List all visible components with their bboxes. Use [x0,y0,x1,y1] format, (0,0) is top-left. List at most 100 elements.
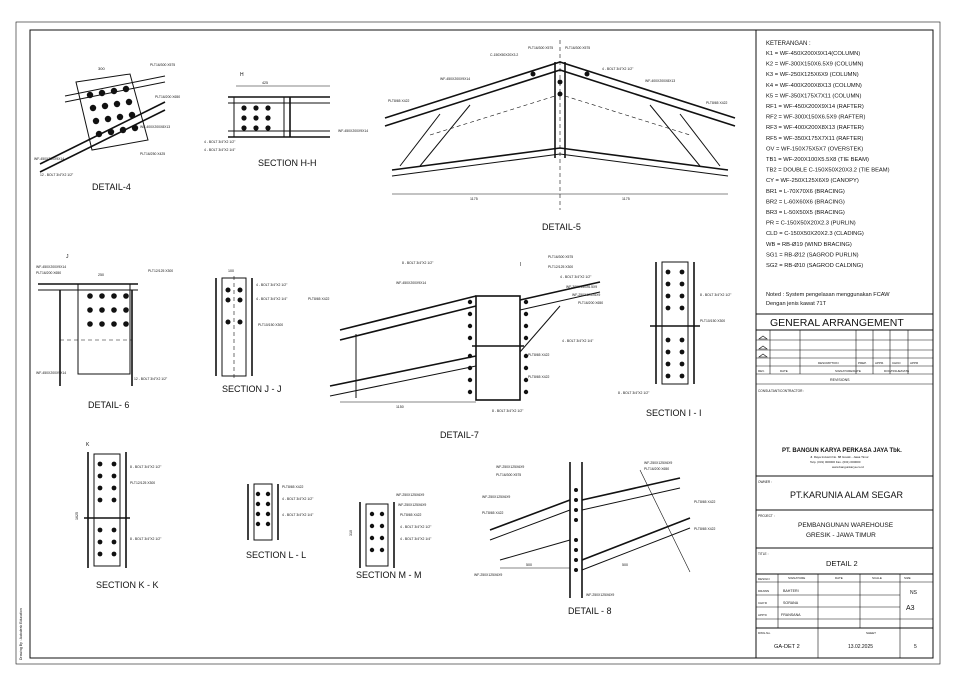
svg-text:WF-450X200X9X14: WF-450X200X9X14 [36,371,66,375]
legend-item: RF3 = WF-400X200X8X13 (RAFTER) [766,125,864,131]
checked-name: SORANA [783,601,799,605]
legend-item: PR = C-150X50X20X2.3 (PURLIN) [766,221,856,227]
svg-text:H: H [240,72,244,78]
svg-text:PLT12/125 X300: PLT12/125 X300 [148,269,173,273]
legend-item: TB1 = WF-200X100X5.5X8 (TIE BEAM) [766,157,869,163]
legend-item: WB = RB-Ø19 (WIND BRACING) [766,242,852,248]
section-m-m: 310 WF-250X125X6X9 WF-250X125X6X9 PLT8/6… [349,493,432,580]
svg-text:DESIGN: DESIGN [758,577,770,581]
svg-text:8 - BOLT 3/4"X2 1/2": 8 - BOLT 3/4"X2 1/2" [130,465,162,469]
legend-item: K1 = WF-450X200X9X14(COLUMN) [766,51,860,57]
svg-text:1175: 1175 [470,197,478,201]
svg-text:I: I [520,262,521,268]
svg-text:WF-250X125X6X9: WF-250X125X6X9 [398,503,426,507]
svg-text:4 - BOLT 3/4"X2 1/2": 4 - BOLT 3/4"X2 1/2" [602,67,634,71]
svg-text:100: 100 [228,269,234,273]
svg-text:WF-400X200X8X13: WF-400X200X8X13 [140,125,170,129]
section-i-i: 8 - BOLT 3/4"X2 1/2" PLT10/150 X300 8 - … [618,261,732,418]
svg-text:4 - BOLT 3/4"X2 1/4": 4 - BOLT 3/4"X2 1/4" [256,297,288,301]
svg-text:PLT16/300 X575: PLT16/300 X575 [548,255,573,259]
svg-text:PLT16/200 X650: PLT16/200 X650 [578,301,603,305]
svg-text:WF-250X125X6X9: WF-250X125X6X9 [396,493,424,497]
svg-text:PREP.: PREP. [858,361,867,365]
section-k-k: 1625 8 - BOLT 3/4"X2 1/2" PLT12/125 X300… [75,452,162,590]
svg-text:APPR.: APPR. [875,361,884,365]
svg-text:WF-250X125X6X9: WF-250X125X6X9 [474,573,502,577]
svg-text:PLT10/150 X300: PLT10/150 X300 [700,319,725,323]
svg-text:4 - BOLT 3/4"X2 1/4": 4 - BOLT 3/4"X2 1/4" [204,148,236,152]
legend-item: TB2 = DOUBLE C-150X50X20X3.2 (TIE BEAM) [766,168,890,174]
svg-text:4 - BOLT 3/4"X2 1/4": 4 - BOLT 3/4"X2 1/4" [282,513,314,517]
legend-item: RF2 = WF-300X150X6.5X9 (RAFTER) [766,115,865,121]
approved-name: FRANSANA [781,613,801,617]
section-j-j-label: SECTION J - J [222,384,282,394]
legend-item: CLD = C-150X50X20X2.3 (CLADING) [766,231,864,237]
svg-text:SCALE: SCALE [872,576,882,580]
detail-6: 250 WF-450X200X9X14 PLT16/200 X650 PLT12… [36,265,173,410]
svg-text:PROJECT :: PROJECT : [758,514,775,518]
drawing-number: GA-DET 2 [774,644,800,650]
legend-items: K1 = WF-450X200X9X14(COLUMN)K2 = WF-300X… [766,51,890,269]
svg-text:310: 310 [349,530,353,536]
detail-6-label: DETAIL- 6 [88,400,129,410]
svg-text:PLT8/65 X422: PLT8/65 X422 [694,500,716,504]
section-j-j: 100 4 - BOLT 3/4"X2 1/2" 4 - BOLT 3/4"X2… [215,269,288,394]
svg-text:PLT16/300 X575: PLT16/300 X575 [496,473,521,477]
section-m-m-label: SECTION M - M [356,570,422,580]
section-k-k-label: SECTION K - K [96,580,159,590]
detail-7-label: DETAIL-7 [440,430,479,440]
detail-5: C-150X50X20X3.2 PLT16/300 X575 PLT16/300… [384,40,736,232]
svg-text:PLT16/300 X575: PLT16/300 X575 [528,46,553,50]
svg-text:WF-450X200X9X14: WF-450X200X9X14 [440,77,470,81]
svg-text:C-150X50X20X3.2: C-150X50X20X3.2 [490,53,518,57]
svg-text:DATE: DATE [780,369,788,373]
svg-text:www.bangunkarya.co.id: www.bangunkarya.co.id [832,465,864,469]
detail-5-braces [399,95,721,167]
section-l-l-label: SECTION L - L [246,550,306,560]
svg-text:1150: 1150 [396,405,404,409]
svg-text:WF-300X150X6.5X9: WF-300X150X6.5X9 [566,285,597,289]
section-h-h-label: SECTION H-H [258,158,317,168]
sheet-title: DETAIL 2 [826,559,858,568]
svg-text:CONSULTANT/CONTRACTOR :: CONSULTANT/CONTRACTOR : [758,389,804,393]
outer-frame [15,21,941,665]
svg-text:SIGNATURE: SIGNATURE [788,576,805,580]
svg-text:WF-250X125X6X9: WF-250X125X6X9 [644,461,672,465]
svg-text:WF-450X200X9X14: WF-450X200X9X14 [36,265,66,269]
svg-text:8 - BOLT 3/4"X2 1/2": 8 - BOLT 3/4"X2 1/2" [492,409,524,413]
section-h-h: 425 WF-450X200X9X14 4 - BOLT 3/4"X2 1/2"… [204,81,368,168]
detail-7-bolts [467,299,529,395]
svg-text:DWG.No.: DWG.No. [758,631,771,635]
svg-text:WF-450X200X9X14: WF-450X200X9X14 [396,281,426,285]
svg-text:12 - BOLT 3/4"X2 1/2": 12 - BOLT 3/4"X2 1/2" [40,173,74,177]
svg-text:PLT8/65 X422: PLT8/65 X422 [482,511,504,515]
title-block: GENERAL ARRANGEMENT REV. DATE DESCRIPTIO… [755,313,934,659]
svg-text:PLT16/200 X650: PLT16/200 X650 [644,467,669,471]
company-name: PT. BANGUN KARYA PERKASA JAYA Tbk. [782,448,902,454]
svg-text:PLT16/200 X650: PLT16/200 X650 [155,95,180,99]
svg-text:425: 425 [262,81,268,85]
size-value: A3 [906,605,915,612]
svg-text:1175: 1175 [622,197,630,201]
project-line-1: PEMBANGUNAN WAREHOUSE [798,522,894,529]
svg-text:4 - BOLT 3/4"X2 1/2": 4 - BOLT 3/4"X2 1/2" [204,140,236,144]
svg-text:SIZE: SIZE [904,576,911,580]
svg-text:K: K [86,442,90,448]
svg-text:DATE: DATE [835,576,843,580]
svg-text:PLT8/65 X422: PLT8/65 X422 [400,513,422,517]
svg-text:8 - BOLT 3/4"X2 1/2": 8 - BOLT 3/4"X2 1/2" [618,391,650,395]
legend-item: SG1 = RB-Ø12 (SAGROD PURLIN) [766,252,859,258]
detail-8: WF-250X125X6X9 PLT16/300 X575 WF-250X125… [474,461,716,616]
svg-text:PLT8/65 X422: PLT8/65 X422 [528,353,550,357]
legend-title: KETERANGAN : [766,41,811,47]
drawn-name: BAHTERI [783,589,799,593]
svg-text:REV.: REV. [758,369,765,373]
svg-text:PLT8/65 X422: PLT8/65 X422 [706,101,728,105]
legend-item: BR1 = L-70X70X6 (BRACING) [766,189,845,195]
detail-8-bolts [574,488,578,572]
legend-item: K5 = WF-350X175X7X11 (COLUMN) [766,93,861,99]
svg-text:WF-250X125X6X9: WF-250X125X6X9 [572,293,600,297]
svg-text:SHEET: SHEET [866,631,876,635]
legend-item: RF5 = WF-350X175X7X11 (RAFTER) [766,136,863,142]
